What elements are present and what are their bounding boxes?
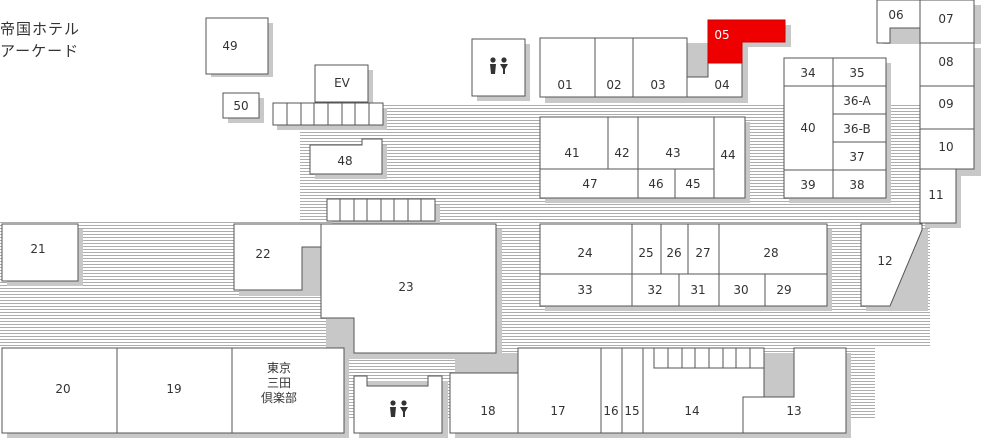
shop-12[interactable]: 12 [860, 223, 923, 307]
club-line2: 三田 [267, 376, 291, 390]
shop-50-label: 50 [233, 99, 248, 113]
shop-05[interactable]: 05 [707, 19, 786, 64]
shop-38-label[interactable]: 38 [849, 178, 864, 192]
shop-49-label: 49 [222, 39, 237, 53]
shop-41-label[interactable]: 41 [564, 146, 579, 160]
shop-33-label[interactable]: 33 [577, 283, 592, 297]
shop-16-label: 16 [603, 404, 618, 418]
shop-22-label: 22 [255, 247, 270, 261]
shop-18-label: 18 [480, 404, 495, 418]
shop-03[interactable]: 03 [632, 37, 688, 98]
arcade-title-line2: アーケード [0, 42, 80, 60]
shop-06-label: 06 [888, 8, 903, 22]
shop-26-label[interactable]: 26 [666, 246, 681, 260]
shop-09[interactable]: 09 [919, 85, 975, 130]
shop-49[interactable]: 49 [205, 17, 269, 75]
arcade-title-line1: 帝国ホテル [0, 20, 81, 38]
shop-19-label: 19 [166, 382, 181, 396]
shop-01[interactable]: 01 [539, 37, 596, 98]
shop-36a-label[interactable]: 36-A [843, 94, 871, 108]
shop-08[interactable]: 08 [919, 42, 975, 87]
shop-25-label[interactable]: 25 [638, 246, 653, 260]
shop-11-label: 11 [928, 188, 943, 202]
shop-21-label: 21 [30, 242, 45, 256]
shop-24-label[interactable]: 24 [577, 246, 592, 260]
shop-04[interactable]: 04 [686, 62, 743, 98]
restroom-icon [390, 400, 408, 417]
club-line3: 倶楽部 [261, 390, 297, 405]
shop-10[interactable]: 10 [919, 128, 975, 170]
shop-50[interactable]: 50 [222, 92, 260, 119]
shop-32-label[interactable]: 32 [647, 283, 662, 297]
stairs-lower [653, 347, 765, 369]
shop-19[interactable]: 19 [116, 347, 233, 434]
shop-15-label: 15 [624, 404, 639, 418]
shop-04-label: 04 [714, 78, 729, 92]
shop-12-label: 12 [877, 254, 892, 268]
shops-41-47 [539, 116, 746, 199]
shops-24-33 [539, 223, 828, 307]
shop-09-label: 09 [938, 97, 953, 111]
shop-37-label[interactable]: 37 [849, 150, 864, 164]
shop-17-label: 17 [550, 404, 565, 418]
shop-17[interactable]: 17 [517, 347, 602, 434]
shop-07[interactable]: 07 [919, 0, 975, 44]
shop-03-label: 03 [650, 78, 665, 92]
shop-40-label[interactable]: 40 [800, 121, 815, 135]
shop-20[interactable]: 20 [1, 347, 118, 434]
shop-13[interactable]: 13 [742, 347, 847, 434]
elevator-label: EV [334, 76, 351, 90]
shop-14-label: 14 [684, 404, 699, 418]
shop-06[interactable]: 06 [876, 0, 921, 44]
shop-05-label: 05 [714, 28, 729, 42]
shop-47-label[interactable]: 47 [582, 177, 597, 191]
shop-43-label[interactable]: 43 [665, 146, 680, 160]
shop-21[interactable]: 21 [1, 223, 79, 282]
shop-29-label[interactable]: 29 [776, 283, 791, 297]
shop-02[interactable]: 02 [594, 37, 634, 98]
shop-28-label[interactable]: 28 [763, 246, 778, 260]
shop-01-label: 01 [557, 78, 572, 92]
shop-34-label[interactable]: 34 [800, 66, 815, 80]
shop-23[interactable]: 23 [320, 223, 497, 354]
stairs-middle [326, 198, 436, 222]
shop-48-label: 48 [337, 154, 352, 168]
shop-35-label[interactable]: 35 [849, 66, 864, 80]
shop-15[interactable]: 15 [621, 347, 644, 434]
shop-18[interactable]: 18 [449, 372, 519, 434]
shop-36b-label[interactable]: 36-B [843, 122, 870, 136]
stairs-upper [272, 102, 384, 126]
shop-46-label[interactable]: 46 [648, 177, 663, 191]
shop-07-label: 07 [938, 12, 953, 26]
shop-44-label[interactable]: 44 [720, 148, 735, 162]
restroom-top[interactable] [471, 38, 526, 97]
club-line1: 東京 [267, 361, 291, 375]
shops-34-40 [783, 57, 887, 199]
shop-16[interactable]: 16 [600, 347, 623, 434]
shop-10-label: 10 [938, 140, 953, 154]
arcade-title: 帝国ホテル アーケード [0, 18, 80, 62]
restroom-icon [490, 57, 508, 74]
shop-23-label: 23 [398, 280, 413, 294]
shop-48[interactable]: 48 [309, 138, 383, 175]
shop-30-label[interactable]: 30 [733, 283, 748, 297]
shop-31-label[interactable]: 31 [690, 283, 705, 297]
shop-20-label: 20 [55, 382, 70, 396]
shop-45-label[interactable]: 45 [685, 177, 700, 191]
elevator[interactable]: EV [314, 64, 369, 103]
shop-11[interactable]: 11 [919, 168, 957, 224]
shop-27-label[interactable]: 27 [695, 246, 710, 260]
shop-39-label[interactable]: 39 [800, 178, 815, 192]
shop-08-label: 08 [938, 55, 953, 69]
shop-02-label: 02 [606, 78, 621, 92]
shop-13-label: 13 [786, 404, 801, 418]
shop-42-label[interactable]: 42 [614, 146, 629, 160]
restroom-bottom[interactable] [353, 375, 443, 434]
tokyo-mita-club[interactable]: 東京 三田 倶楽部 [231, 347, 345, 434]
